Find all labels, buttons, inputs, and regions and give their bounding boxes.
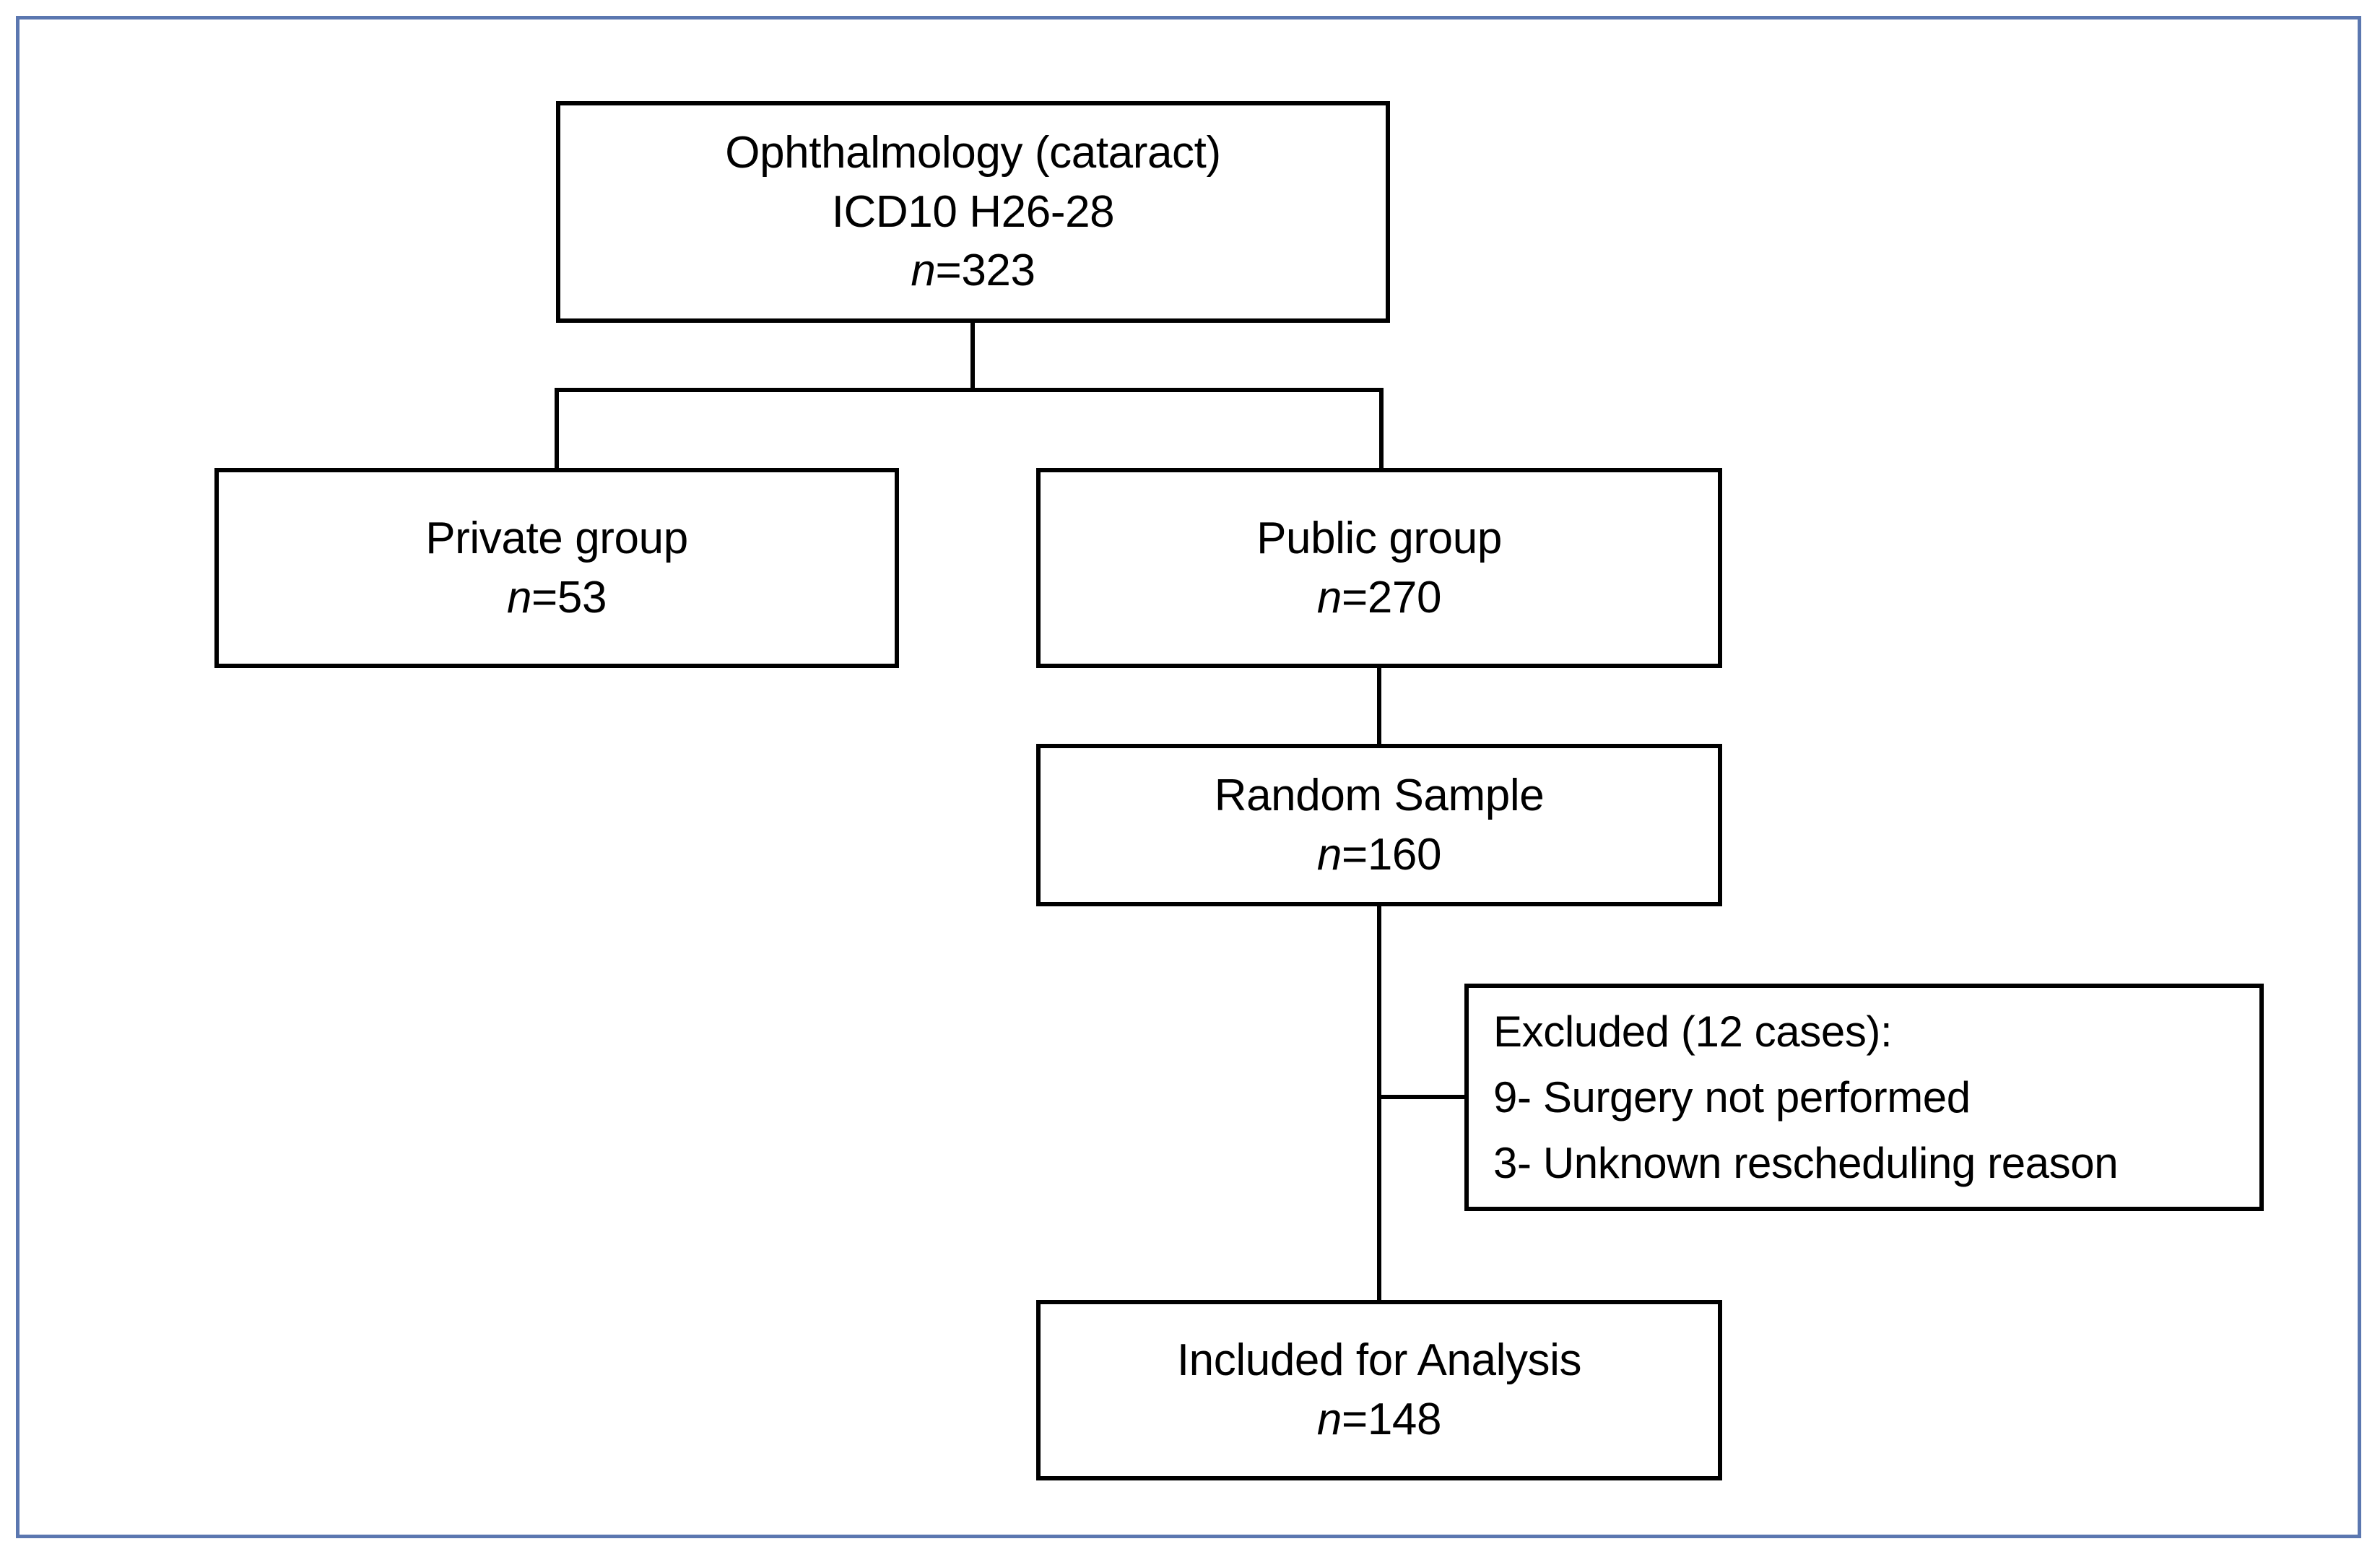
node-random-sample-n-symbol: n — [1316, 829, 1342, 880]
connector-to-public — [1379, 388, 1384, 469]
node-included-for-analysis: Included for Analysis n=148 — [1036, 1300, 1722, 1480]
node-included-for-analysis-n: n=148 — [1316, 1390, 1442, 1449]
node-random-sample-n-eq: = — [1342, 829, 1368, 880]
connector-split-bar — [555, 388, 1384, 392]
node-random-sample-n: n=160 — [1316, 825, 1442, 885]
node-public-group-n: n=270 — [1316, 568, 1442, 628]
node-excluded-line3: 3- Unknown rescheduling reason — [1493, 1139, 2119, 1188]
node-private-group-n-eq: = — [531, 572, 557, 623]
node-included-for-analysis-n-value: 148 — [1367, 1395, 1442, 1444]
node-public-group-n-value: 270 — [1367, 572, 1442, 623]
connector-public-to-random-sample — [1377, 668, 1381, 746]
node-source: Ophthalmology (cataract) ICD10 H26-28 n=… — [556, 101, 1390, 323]
node-random-sample: Random Sample n=160 — [1036, 744, 1722, 906]
node-public-group: Public group n=270 — [1036, 468, 1722, 668]
node-source-n: n=323 — [911, 241, 1035, 300]
node-included-for-analysis-n-symbol: n — [1316, 1395, 1342, 1444]
node-excluded-line1: Excluded (12 cases): — [1493, 1007, 1893, 1056]
node-included-for-analysis-n-eq: = — [1342, 1395, 1368, 1444]
node-excluded-line2: 9- Surgery not performed — [1493, 1072, 1971, 1122]
node-excluded: Excluded (12 cases): 9- Surgery not perf… — [1464, 984, 2264, 1211]
node-source-n-value: 323 — [961, 246, 1035, 296]
connector-random-sample-to-included — [1377, 906, 1381, 1302]
node-private-group-n-symbol: n — [506, 572, 532, 623]
node-included-for-analysis-line1: Included for Analysis — [1176, 1335, 1582, 1386]
connector-source-stem — [970, 323, 975, 392]
node-random-sample-n-value: 160 — [1367, 829, 1442, 880]
node-private-group-n-value: 53 — [557, 572, 607, 623]
node-source-line2: ICD10 H26-28 — [831, 186, 1115, 237]
node-private-group: Private group n=53 — [214, 468, 899, 668]
node-public-group-line1: Public group — [1256, 513, 1502, 563]
node-random-sample-line1: Random Sample — [1214, 770, 1545, 820]
node-private-group-n: n=53 — [507, 568, 607, 628]
node-source-n-eq: = — [935, 246, 962, 296]
connector-to-private — [555, 388, 559, 469]
node-public-group-n-eq: = — [1342, 572, 1368, 623]
node-source-n-symbol: n — [911, 246, 936, 296]
connector-spine-to-excluded — [1377, 1095, 1469, 1099]
node-private-group-line1: Private group — [425, 513, 688, 563]
node-source-line1: Ophthalmology (cataract) — [725, 127, 1221, 178]
node-public-group-n-symbol: n — [1316, 572, 1342, 623]
